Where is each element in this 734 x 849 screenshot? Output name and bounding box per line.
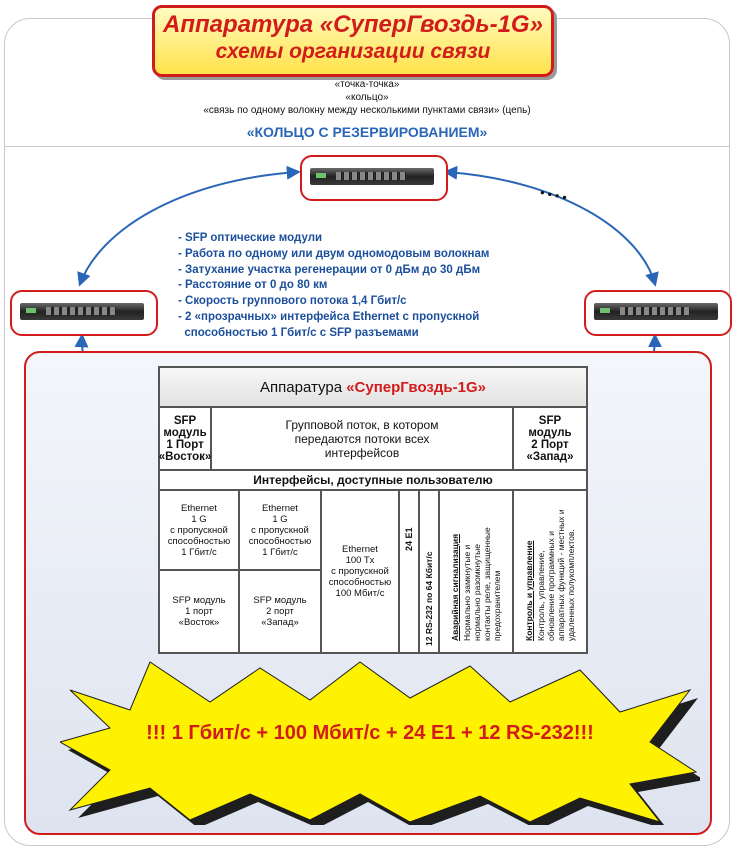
sfp-module-port2: SFP модуль 2 порт «Запад» bbox=[239, 570, 321, 653]
arrow-top-right bbox=[443, 165, 659, 287]
feature-item: способностью 1 Гбит/с с SFP разъемами bbox=[178, 326, 419, 339]
control-cell: Контроль и управление Контроль, управлен… bbox=[513, 490, 587, 653]
scheme-point-to-point: «точка-точка» bbox=[334, 79, 400, 90]
e1-cell: 24 E1 bbox=[399, 490, 419, 653]
title-box: Аппаратура «СуперГвоздь-1G» схемы органи… bbox=[152, 5, 554, 77]
table-title: Аппаратура «СуперГвоздь-1G» bbox=[159, 367, 587, 407]
sfp-west-cell: SFP модуль 2 Порт «Запад» bbox=[513, 407, 587, 470]
burst-banner bbox=[60, 661, 700, 825]
scheme-chain: «связь по одному волокну между нескольки… bbox=[203, 105, 531, 116]
device-right bbox=[584, 290, 732, 336]
ethernet-100tx: Ethernet 100 Tx с пропускной способность… bbox=[321, 490, 399, 653]
alarm-text: Нормально замкнутые и нормально разомкну… bbox=[462, 527, 502, 641]
feature-item: - 2 «прозрачных» интерфейса Ethernet с п… bbox=[178, 310, 480, 323]
device-top bbox=[300, 155, 448, 201]
sfp-east-cell: SFP модуль 1 Порт «Восток» bbox=[159, 407, 211, 470]
control-text: Контроль, управление, обновление програм… bbox=[536, 509, 576, 641]
alarm-cell: Аварийная сигнализация Нормально замкнут… bbox=[439, 490, 513, 653]
device-left bbox=[10, 290, 158, 336]
feature-item: - Скорость группового потока 1,4 Гбит/с bbox=[178, 295, 407, 308]
equipment-table: Аппаратура «СуперГвоздь-1G» SFP модуль 1… bbox=[158, 366, 588, 654]
feature-item: - Работа по одному или двум одномодовым … bbox=[178, 247, 490, 260]
interfaces-header: Интерфейсы, доступные пользователю bbox=[159, 470, 587, 490]
feature-item: - Затухание участка регенерации от 0 дБм… bbox=[178, 263, 481, 276]
ring-redundancy-label: «КОЛЬЦО С РЕЗЕРВИРОВАНИЕМ» bbox=[246, 124, 488, 140]
scheme-ring: «кольцо» bbox=[345, 92, 389, 103]
page-subtitle: схемы организации связи bbox=[215, 40, 491, 63]
group-stream-cell: Групповой поток, в котором передаются по… bbox=[211, 407, 513, 470]
ethernet-1g-port2: Ethernet 1 G с пропускной способностью 1… bbox=[239, 490, 321, 570]
section-divider bbox=[4, 146, 730, 147]
control-title: Контроль и управление bbox=[524, 540, 534, 641]
capacity-banner-text: !!! 1 Гбит/с + 100 Мбит/с + 24 E1 + 12 R… bbox=[146, 722, 594, 744]
feature-item: - SFP оптические модули bbox=[178, 232, 323, 244]
alarm-title: Аварийная сигнализация bbox=[450, 533, 460, 641]
feature-item: - Расстояние от 0 до 80 км bbox=[178, 279, 328, 292]
sfp-module-port1: SFP модуль 1 порт «Восток» bbox=[159, 570, 239, 653]
rs232-cell: 12 RS-232 по 64 Кбит/с bbox=[419, 490, 439, 653]
page-title: Аппаратура «СуперГвоздь-1G» bbox=[163, 11, 543, 38]
ethernet-1g-port1: Ethernet 1 G с пропускной способностью 1… bbox=[159, 490, 239, 570]
feature-list: - SFP оптические модули - Работа по одно… bbox=[178, 231, 538, 342]
table-title-name: «СуперГвоздь-1G» bbox=[346, 378, 486, 396]
arrow-top-left bbox=[77, 165, 301, 287]
